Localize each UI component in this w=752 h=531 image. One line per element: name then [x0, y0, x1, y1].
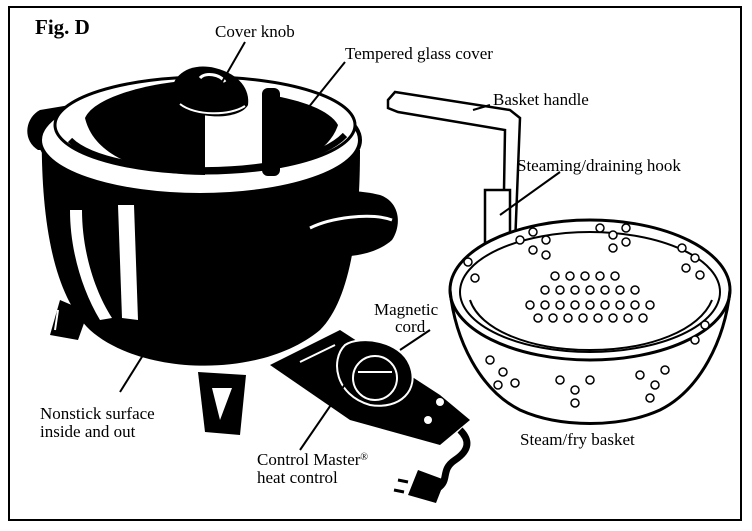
magnetic-cord-label-line2: cord	[395, 317, 426, 336]
cooker-body	[27, 66, 398, 435]
basket-handle-label: Basket handle	[493, 90, 589, 109]
basket-label: Steam/fry basket	[520, 430, 635, 449]
glass-cover-label: Tempered glass cover	[345, 44, 493, 63]
nonstick-label-line1: Nonstick surface	[40, 404, 155, 423]
magnetic-cord-label-line1: Magnetic	[374, 300, 439, 319]
leader-lines	[119, 41, 561, 451]
control-label-line1: Control Master®	[257, 450, 368, 469]
cover-knob-label: Cover knob	[215, 22, 295, 41]
heat-control	[270, 330, 471, 503]
nonstick-label-line2: inside and out	[40, 422, 136, 441]
control-label-text: Control Master	[257, 450, 361, 469]
hook-label: Steaming/draining hook	[517, 156, 681, 175]
control-label-line2: heat control	[257, 468, 338, 487]
steam-fry-basket	[386, 90, 732, 425]
registered-mark: ®	[360, 452, 369, 463]
figure-label: Fig. D	[35, 15, 90, 39]
